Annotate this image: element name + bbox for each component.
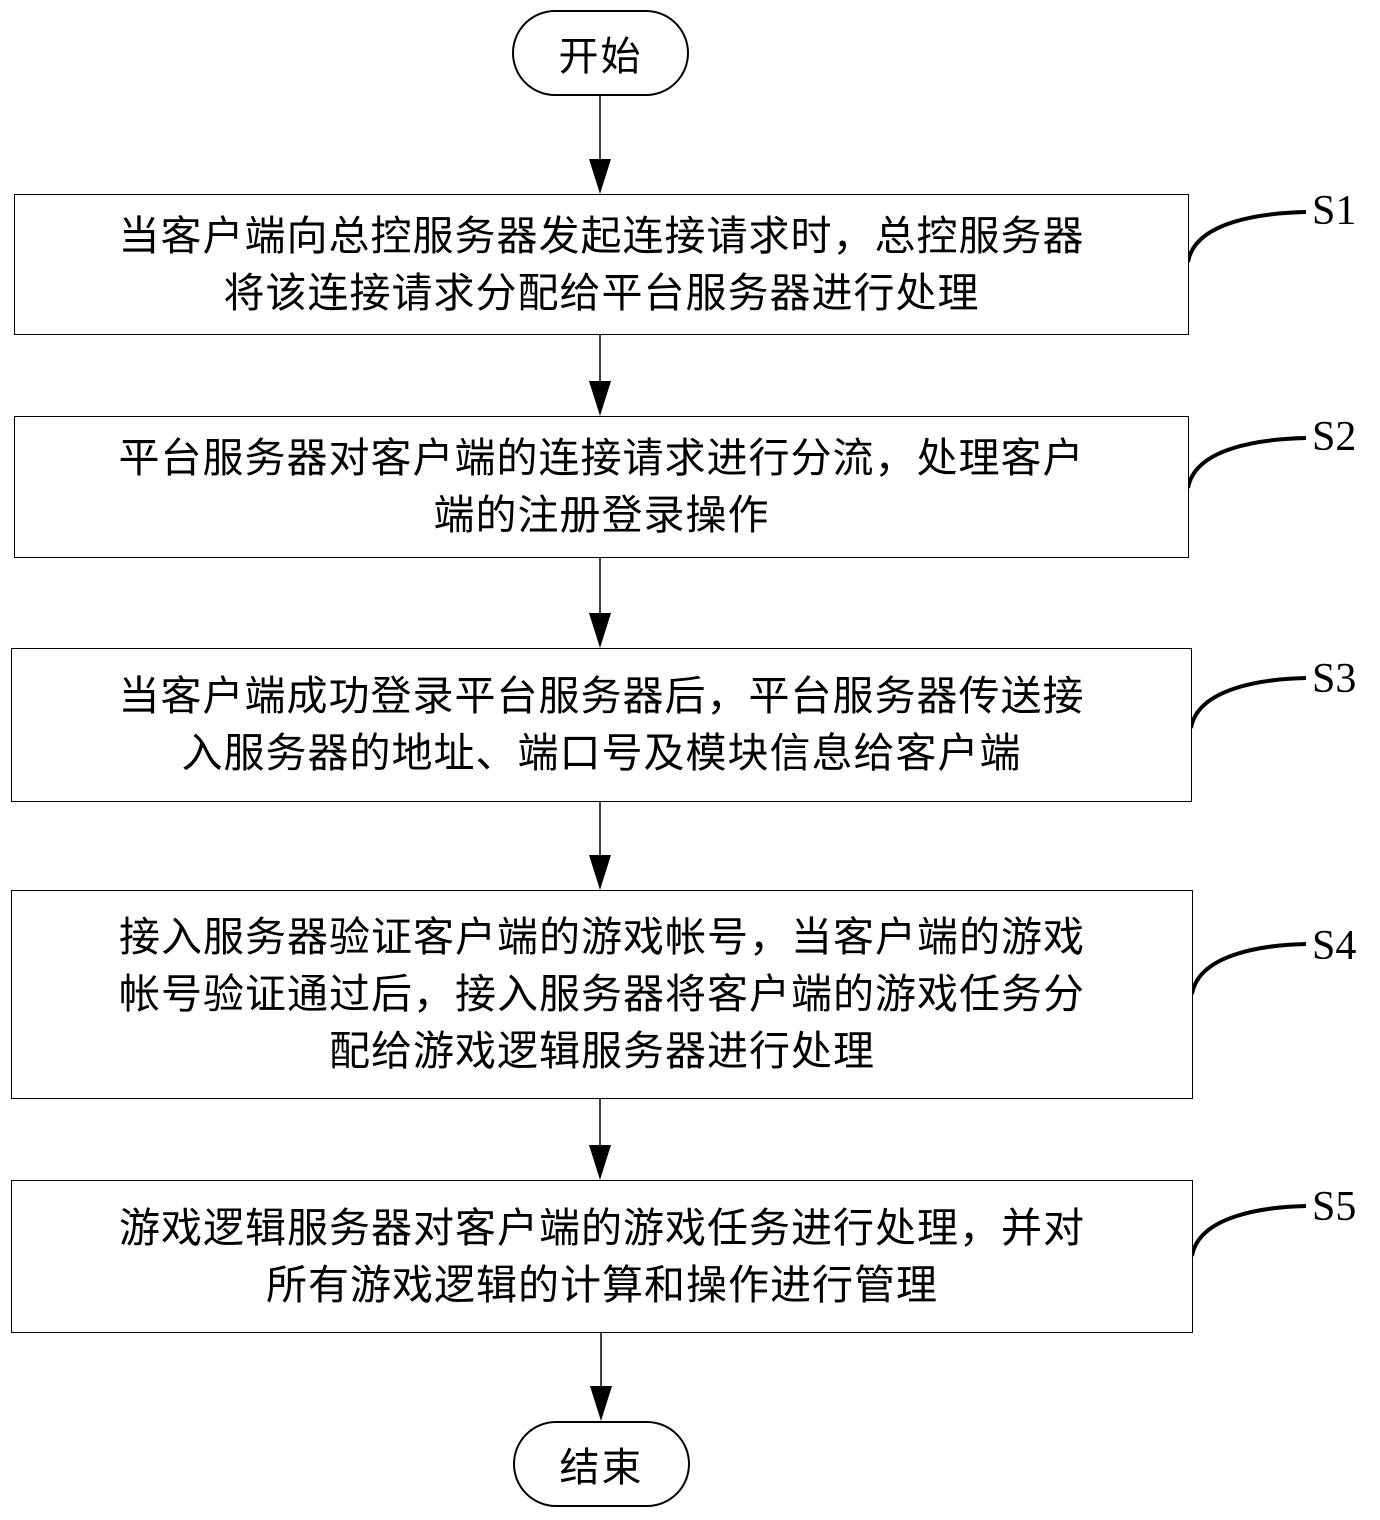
flow-arrows xyxy=(589,96,612,1421)
arrow-s2-to-s3-head xyxy=(589,613,611,648)
step-text: 平台服务器对客户端的连接请求进行分流，处理客户 端的注册登录操作 xyxy=(119,430,1085,544)
arrow-s4-to-s5-head xyxy=(589,1145,611,1180)
step-label-s5: S5 xyxy=(1312,1184,1357,1230)
arrow-s1-to-s2-head xyxy=(589,381,611,416)
step-text: 当客户端成功登录平台服务器后，平台服务器传送接 入服务器的地址、端口号及模块信息… xyxy=(119,668,1085,782)
step-text-line: 当客户端成功登录平台服务器后，平台服务器传送接 xyxy=(118,672,1085,720)
step-label-s1: S1 xyxy=(1312,188,1357,234)
step-label-s4: S4 xyxy=(1312,923,1357,969)
leader-line-s1 xyxy=(1186,210,1307,263)
start-terminal: 开始 xyxy=(512,10,689,96)
step-text: 接入服务器验证客户端的游戏帐号，当客户端的游戏 帐号验证通过后，接入服务器将客户… xyxy=(119,909,1085,1080)
step-text-line: 所有游戏逻辑的计算和操作进行管理 xyxy=(266,1260,938,1309)
end-label: 结束 xyxy=(559,1445,644,1491)
process-step-s5: 游戏逻辑服务器对客户端的游戏任务进行处理，并对 所有游戏逻辑的计算和操作进行管理 xyxy=(11,1180,1193,1333)
step-text-line: 游戏逻辑服务器对客户端的游戏任务进行处理，并对 xyxy=(119,1203,1085,1252)
process-step-s3: 当客户端成功登录平台服务器后，平台服务器传送接 入服务器的地址、端口号及模块信息… xyxy=(11,648,1192,802)
arrow-s3-to-s4-head xyxy=(589,855,611,890)
leader-line-s2 xyxy=(1186,436,1307,489)
step-text-line: 帐号验证通过后，接入服务器将客户端的游戏任务分 xyxy=(119,970,1085,1018)
process-step-s2: 平台服务器对客户端的连接请求进行分流，处理客户 端的注册登录操作 xyxy=(14,416,1189,558)
process-step-s1: 当客户端向总控服务器发起连接请求时，总控服务器 将该连接请求分配给平台服务器进行… xyxy=(14,194,1189,335)
step-label-s3: S3 xyxy=(1312,656,1357,702)
step-text-line: 将该连接请求分配给平台服务器进行处理 xyxy=(223,268,980,317)
step-text-line: 平台服务器对客户端的连接请求进行分流，处理客户 xyxy=(118,434,1085,482)
step-text-line: 当客户端向总控服务器发起连接请求时，总控服务器 xyxy=(118,211,1085,260)
leader-line-s4 xyxy=(1190,942,1307,995)
process-step-s4: 接入服务器验证客户端的游戏帐号，当客户端的游戏 帐号验证通过后，接入服务器将客户… xyxy=(11,890,1193,1099)
arrow-start-to-s1-head xyxy=(589,159,611,194)
step-label-s2: S2 xyxy=(1312,414,1357,460)
start-label: 开始 xyxy=(558,34,643,80)
step-text-line: 端的注册登录操作 xyxy=(433,491,770,539)
step-text-line: 入服务器的地址、端口号及模块信息给客户端 xyxy=(181,729,1022,777)
arrow-s5-to-end-head xyxy=(590,1386,612,1421)
step-label-leaders xyxy=(1186,210,1307,1257)
step-text: 游戏逻辑服务器对客户端的游戏任务进行处理，并对 所有游戏逻辑的计算和操作进行管理 xyxy=(119,1200,1085,1314)
step-text-line: 配给游戏逻辑服务器进行处理 xyxy=(329,1027,875,1075)
step-text: 当客户端向总控服务器发起连接请求时，总控服务器 将该连接请求分配给平台服务器进行… xyxy=(119,208,1085,322)
leader-line-s5 xyxy=(1190,1204,1307,1257)
step-text-line: 接入服务器验证客户端的游戏帐号，当客户端的游戏 xyxy=(119,913,1085,961)
end-terminal: 结束 xyxy=(513,1421,690,1507)
leader-line-s3 xyxy=(1189,676,1307,729)
